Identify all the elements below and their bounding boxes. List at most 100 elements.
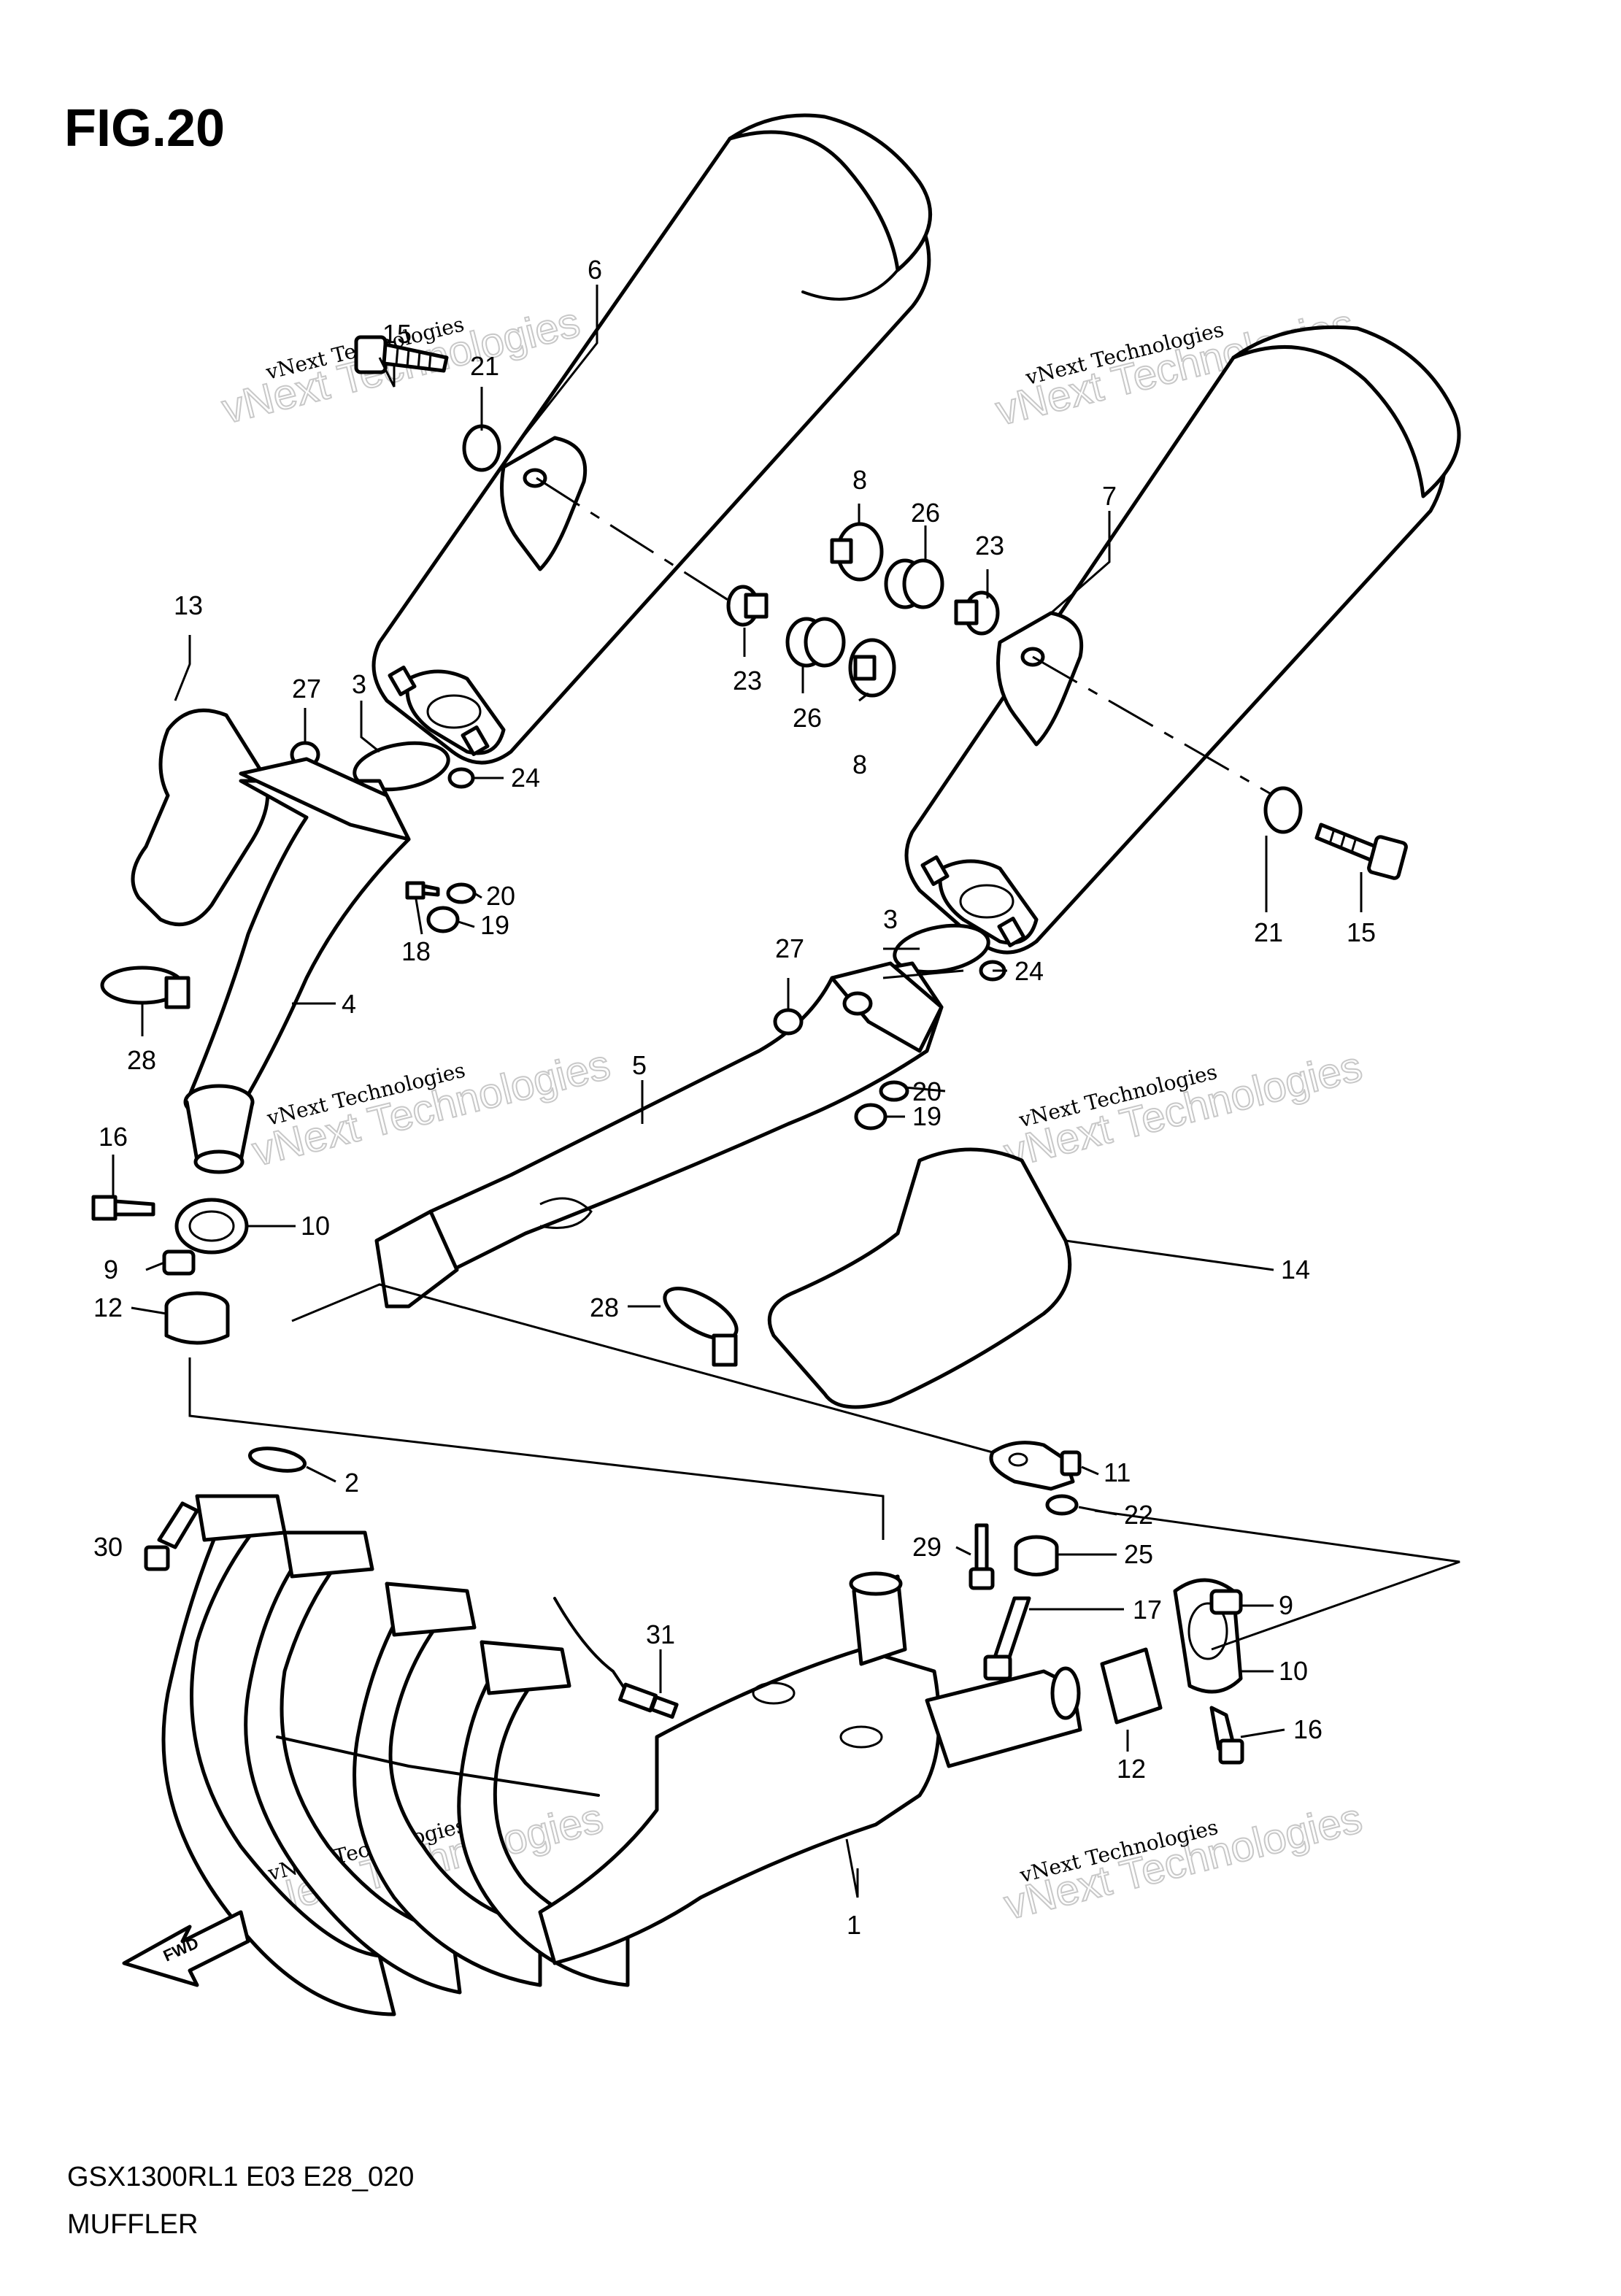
callout-14: 14 <box>1281 1255 1310 1284</box>
callout-11: 11 <box>1104 1457 1131 1487</box>
callout-15-left: 15 <box>382 319 412 349</box>
collar-23-left <box>726 585 769 627</box>
nut-9-right <box>1209 1589 1243 1615</box>
washer-22 <box>1045 1494 1079 1516</box>
clamp-28-left <box>100 966 190 1009</box>
callout-leaders <box>112 285 1363 1898</box>
callout-12-left: 12 <box>93 1293 123 1322</box>
washer-20-left <box>446 882 477 904</box>
bolt-15-right <box>1314 823 1408 880</box>
callout-9-left: 9 <box>104 1255 118 1284</box>
callout-8-bottom: 8 <box>852 750 867 779</box>
washer-21-left <box>462 424 501 472</box>
bolt-16-left <box>91 1195 155 1221</box>
mount-line-right <box>1032 655 1274 797</box>
o2-sensor-31 <box>553 1597 679 1719</box>
nut-27-right <box>773 1008 804 1036</box>
callout-2: 2 <box>344 1468 359 1498</box>
nut-9-left <box>162 1249 196 1276</box>
mount-line-left <box>536 477 738 607</box>
callout-8-top: 8 <box>852 465 867 495</box>
collar-23-right <box>954 590 1000 636</box>
bolt-29 <box>969 1523 995 1590</box>
callout-23-right: 23 <box>975 531 1004 560</box>
callout-16-right: 16 <box>1293 1714 1322 1744</box>
callout-labels: 6 7 15 21 23 23 8 26 26 8 13 27 3 24 20 … <box>93 255 1376 1940</box>
callout-13: 13 <box>174 590 203 620</box>
nut-24-left <box>447 767 475 789</box>
callout-12-right: 12 <box>1117 1754 1146 1784</box>
callout-25: 25 <box>1124 1539 1153 1569</box>
callout-27-left: 27 <box>292 674 321 704</box>
washer-20-right <box>879 1080 909 1102</box>
sleeve-12-right <box>1100 1647 1163 1725</box>
figure-title: FIG.20 <box>64 99 225 158</box>
callout-4: 4 <box>342 989 356 1019</box>
bolt-15-left <box>354 335 449 374</box>
callout-28-left: 28 <box>127 1045 156 1075</box>
grommet-26-right <box>884 558 944 609</box>
callout-27-right: 27 <box>775 933 804 963</box>
clamp-28-right <box>663 1287 739 1367</box>
callout-31: 31 <box>646 1619 675 1649</box>
callout-5: 5 <box>632 1050 647 1080</box>
callout-20-right: 20 <box>912 1076 942 1106</box>
guide-line-right-bracket <box>1094 1509 1460 1651</box>
section-name: MUFFLER <box>67 2209 198 2240</box>
muffler-right <box>904 325 1461 955</box>
grommet-26-left <box>785 617 846 668</box>
callout-21-left: 21 <box>470 351 499 381</box>
callout-19-right: 19 <box>912 1101 942 1131</box>
nut-8-right <box>830 522 884 582</box>
callout-24-left: 24 <box>511 763 540 793</box>
callout-26-top: 26 <box>911 498 940 528</box>
muffler-left <box>371 113 932 765</box>
bolt-18 <box>405 881 440 900</box>
guide-line-left-bracket <box>188 1357 885 1540</box>
bolt-16-right <box>1209 1706 1244 1765</box>
nut-8-left <box>848 638 896 698</box>
nut-19-right <box>854 1103 887 1130</box>
connecting-pipe-4 <box>183 757 411 1174</box>
callout-19-left: 19 <box>480 910 509 940</box>
callout-24-right: 24 <box>1014 956 1044 986</box>
stud-30 <box>144 1501 199 1571</box>
watermark-bottom-right: vNext Technologies vNext Technologies <box>999 1793 1368 1929</box>
callout-16-left: 16 <box>99 1122 128 1152</box>
callout-10-right: 10 <box>1279 1656 1308 1686</box>
callout-17: 17 <box>1133 1595 1162 1625</box>
callout-10-left: 10 <box>301 1211 330 1241</box>
clamp-10-left <box>174 1198 249 1255</box>
callout-7: 7 <box>1102 481 1117 511</box>
callout-21-right: 21 <box>1254 917 1283 947</box>
washer-21-right <box>1263 786 1303 834</box>
watermark-mid-right: vNext Technologies vNext Technologies <box>999 1041 1368 1177</box>
model-code: GSX1300RL1 E03 E28_020 <box>67 2162 414 2192</box>
callout-9-right: 9 <box>1279 1590 1293 1620</box>
bolt-17 <box>983 1596 1031 1681</box>
callout-15-right: 15 <box>1347 917 1376 947</box>
guide-line-shield-bracket <box>291 1283 993 1454</box>
collar-25 <box>1014 1535 1059 1576</box>
callout-20-left: 20 <box>486 881 515 911</box>
callout-30: 30 <box>93 1532 123 1562</box>
sleeve-12-left <box>164 1291 230 1345</box>
exhaust-header-1 <box>161 1494 1082 2016</box>
callout-3-right: 3 <box>883 904 898 934</box>
forward-arrow: FWD <box>122 1910 250 1987</box>
bracket-11 <box>989 1441 1082 1491</box>
gasket-3-left <box>353 741 450 792</box>
callout-28-right: 28 <box>590 1293 619 1322</box>
heat-shield-14 <box>767 1147 1072 1409</box>
callout-22: 22 <box>1124 1500 1153 1530</box>
connecting-pipe-5 <box>374 961 944 1309</box>
nut-19-left <box>426 906 460 933</box>
gasket-3-right <box>893 923 990 974</box>
callout-29: 29 <box>912 1532 942 1562</box>
gasket-2 <box>247 1446 307 1473</box>
heat-shield-13 <box>131 708 270 927</box>
callout-18: 18 <box>401 936 431 966</box>
callout-23-left: 23 <box>733 666 762 696</box>
callout-1: 1 <box>847 1910 861 1940</box>
